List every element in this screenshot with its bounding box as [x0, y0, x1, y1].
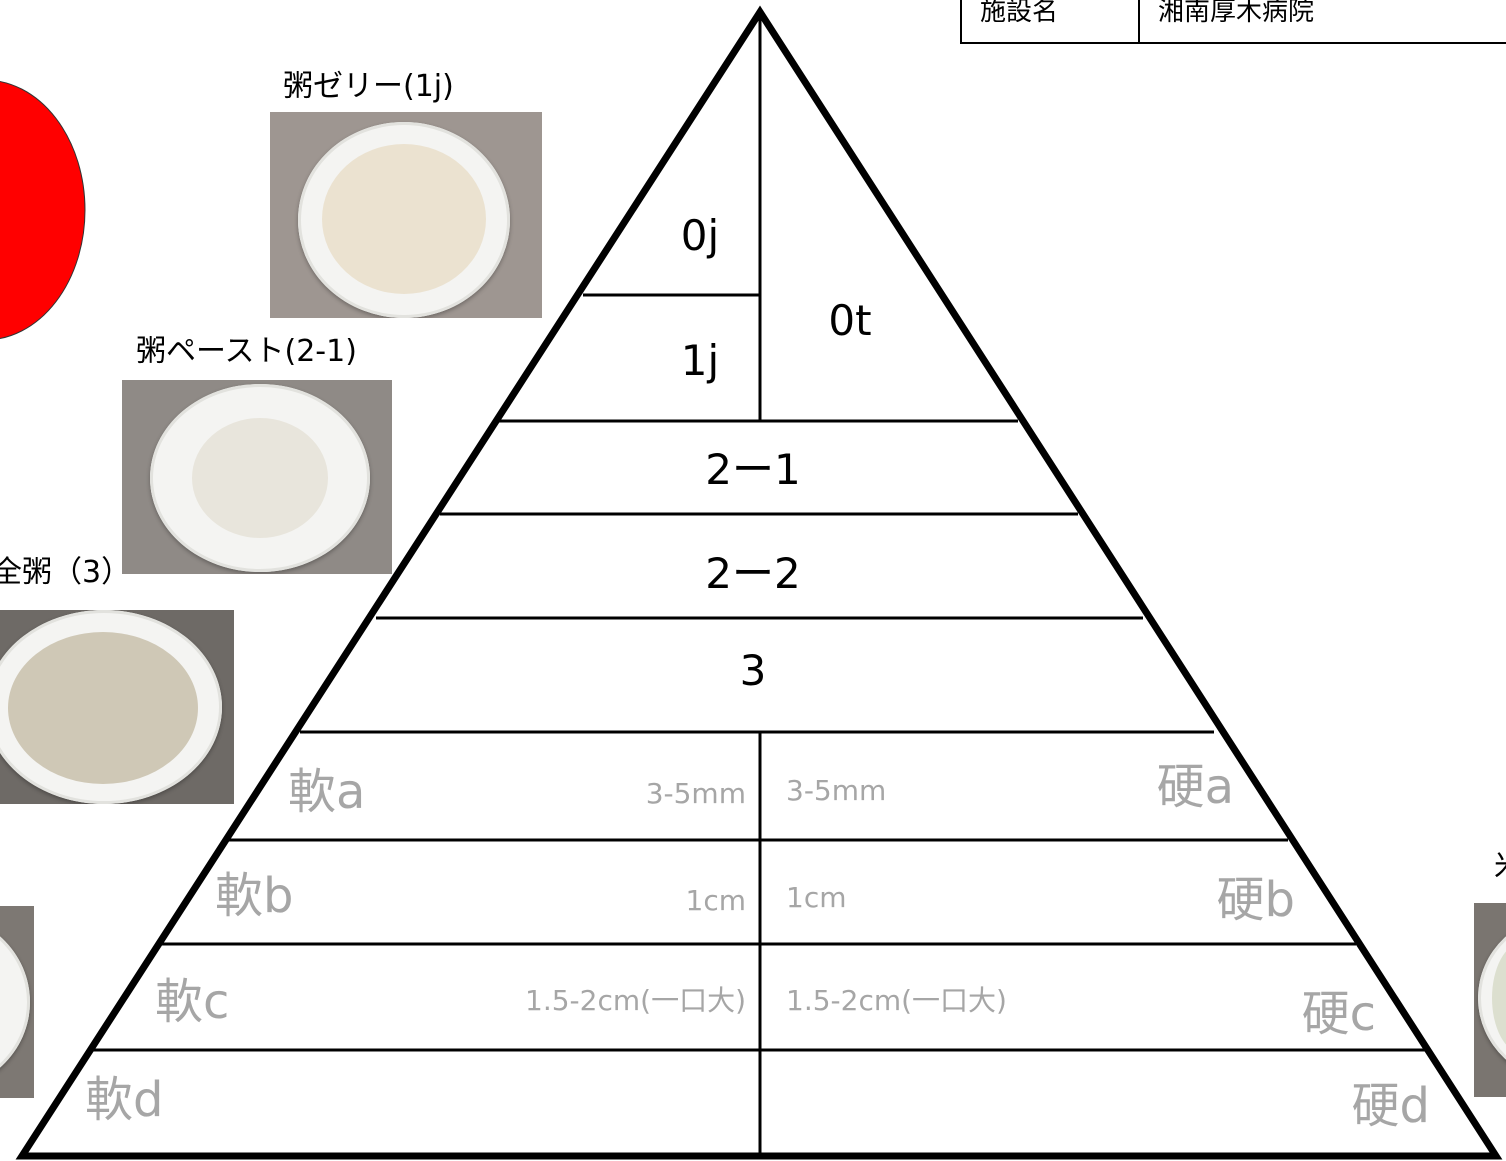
- gruel-paste-food: [192, 418, 328, 538]
- hard-c-label: 硬c: [1302, 986, 1376, 1042]
- soft-a-label: 軟a: [288, 764, 365, 820]
- facility-label: 施設名: [962, 0, 1140, 42]
- soft-b-label: 軟b: [215, 868, 293, 924]
- bowl-shape: [298, 122, 510, 318]
- level-3: 3: [740, 646, 767, 695]
- rice-food: [1492, 943, 1506, 1053]
- hard-b-size: 1cm: [786, 881, 846, 914]
- level-1j: 1j: [681, 336, 719, 385]
- hard-c-size: 1.5-2cm(一口大): [786, 984, 1007, 1017]
- photo-gruel-paste: [122, 380, 392, 574]
- facility-table: 施設名 湘南厚木病院: [960, 0, 1506, 44]
- level-0j: 0j: [681, 211, 719, 260]
- level-2-2: 2ー2: [705, 549, 800, 598]
- facility-name: 湘南厚木病院: [1158, 0, 1315, 27]
- bowl-shape: [0, 610, 222, 804]
- hard-d-label: 硬d: [1352, 1078, 1430, 1134]
- soft-c-label: 軟c: [155, 974, 229, 1030]
- level-2-1: 2ー1: [705, 445, 800, 494]
- bowl-shape: [0, 912, 30, 1092]
- hard-a-size: 3-5mm: [786, 774, 886, 807]
- hard-b-label: 硬b: [1217, 872, 1295, 928]
- level-0t: 0t: [828, 296, 871, 345]
- photo-full-gruel: [0, 610, 234, 804]
- bowl-shape: [150, 384, 370, 572]
- photo-label-full-gruel: 全粥（3）: [0, 555, 132, 590]
- red-shape: [0, 81, 86, 339]
- photo-cut-left: [0, 906, 34, 1098]
- photo-cut-right: [1474, 903, 1506, 1097]
- pyramid-outline: [15, 5, 1503, 1160]
- soft-a-size: 3-5mm: [646, 777, 746, 810]
- photo-label-jelly: 粥ゼリー(1j): [283, 69, 454, 104]
- soft-d-label: 軟d: [85, 1072, 163, 1128]
- pyramid-lines: [92, 18, 1428, 1156]
- photo-label-rice: 米: [1494, 852, 1506, 882]
- photo-label-paste: 粥ペースト(2-1): [136, 334, 357, 369]
- soft-b-size: 1cm: [686, 884, 746, 917]
- full-gruel-food: [8, 632, 198, 784]
- gruel-jelly-food: [322, 144, 486, 294]
- hard-a-label: 硬a: [1157, 759, 1234, 815]
- soft-c-size: 1.5-2cm(一口大): [525, 984, 746, 1017]
- bowl-shape: [1478, 913, 1506, 1083]
- photo-gruel-jelly: [270, 112, 542, 318]
